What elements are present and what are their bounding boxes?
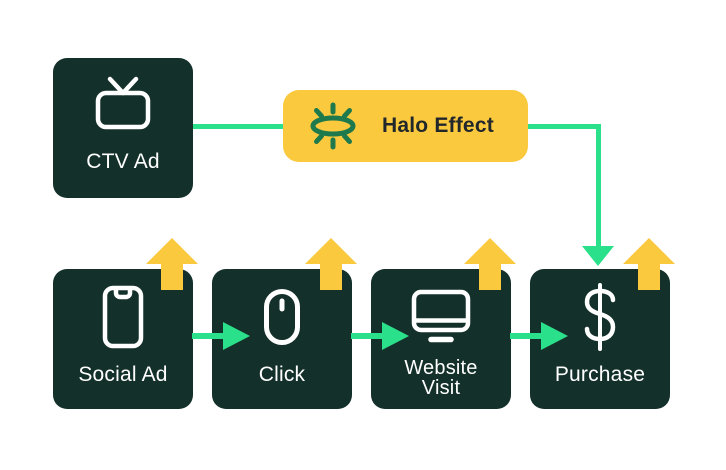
node-label: Purchase [554, 363, 646, 386]
smartphone-icon [53, 269, 193, 365]
desktop-monitor-icon [371, 269, 511, 365]
connector-ctv-to-halo [193, 124, 283, 129]
connector-halo-down-segment [596, 124, 601, 246]
uplift-arrow-website [464, 238, 516, 290]
node-label: CTV Ad [86, 150, 160, 173]
flow-arrow-website-to-purchase [510, 322, 568, 350]
uplift-arrow-purchase [623, 238, 675, 290]
node-ctv-ad: CTV Ad [53, 58, 193, 198]
uplift-arrow-social [146, 238, 198, 290]
node-social-ad: Social Ad [53, 269, 193, 409]
dollar-sign-icon [530, 269, 670, 365]
uplift-arrow-click [305, 238, 357, 290]
halo-glow-icon [306, 99, 360, 153]
flow-arrow-social-to-click [192, 322, 250, 350]
halo-effect-label: Halo Effect [382, 114, 494, 137]
flow-arrow-click-to-website [351, 322, 409, 350]
node-click: Click [212, 269, 352, 409]
node-label: Click [258, 363, 306, 386]
arrowhead-down-into-purchase [582, 246, 614, 266]
node-label: Website Visit [404, 357, 478, 399]
mouse-icon [212, 269, 352, 365]
connector-halo-east-segment [528, 124, 601, 129]
node-label: Social Ad [78, 363, 168, 386]
halo-effect-pill: Halo Effect [283, 90, 528, 162]
tv-icon [53, 58, 193, 148]
